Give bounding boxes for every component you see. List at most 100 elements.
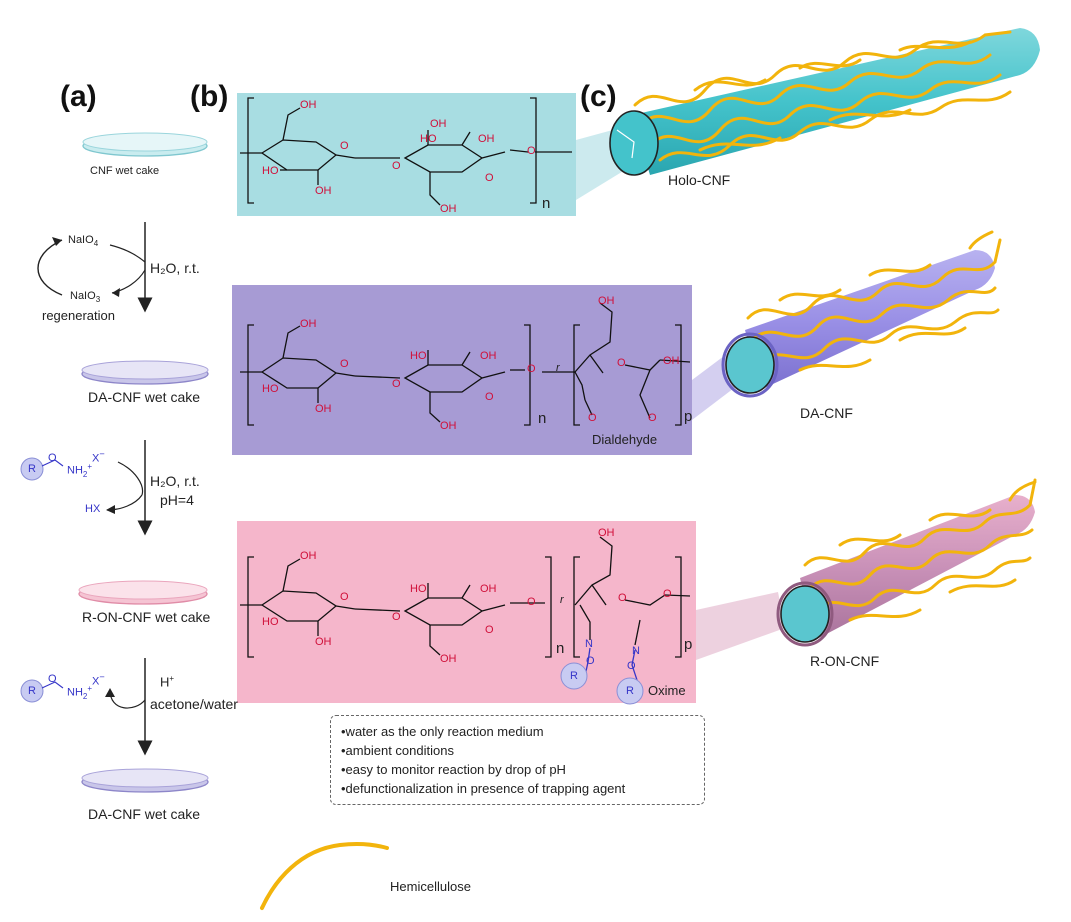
r2-o-ring2: O (485, 391, 494, 403)
r3-r-2: R (626, 685, 634, 697)
dialdehyde-caption: Dialdehyde (592, 432, 658, 447)
hemicellulose-legend-label: Hemicellulose (390, 879, 471, 894)
r-label-2: R (28, 685, 36, 697)
r2-oh-2: OH (315, 403, 332, 415)
zoom-connector-3 (696, 592, 785, 660)
r2-oh-4: OH (440, 420, 457, 432)
r2-ho-1: HO (262, 383, 279, 395)
o-label-2: O (48, 673, 57, 685)
feature-item: •defunctionalization in presence of trap… (341, 781, 626, 796)
r1-ho-1: HO (262, 165, 279, 177)
r2-o-end: O (527, 363, 536, 375)
amine-2: NH2+ (67, 684, 93, 701)
cake1-label: CNF wet cake (90, 165, 160, 177)
feature-item: •easy to monitor reaction by drop of pH (341, 762, 566, 777)
r2-o-acetal: O (617, 357, 626, 369)
anion-2: X− (92, 672, 105, 688)
o-label-1: O (48, 452, 57, 464)
r3-oh-2: OH (315, 636, 332, 648)
panel-label-b: (b) (190, 80, 229, 113)
r3-oh-5: OH (598, 527, 615, 539)
cnf-dish (82, 132, 208, 157)
r1-oh-2: OH (315, 185, 332, 197)
r1-oh-5: OH (440, 203, 457, 215)
r3-o-oxime1: O (586, 655, 595, 667)
r3-n-1: N (585, 638, 593, 650)
feature-item: •water as the only reaction medium (341, 724, 544, 739)
r-group-sphere-2 (20, 679, 44, 703)
r1-oh-1: OH (300, 99, 317, 111)
r2-r-label: r (556, 362, 560, 374)
r3-o-end2: O (663, 588, 672, 600)
r1-o-end: O (527, 145, 536, 157)
holo-cnf-structure-box (237, 93, 576, 216)
r-group-sphere-1 (20, 457, 44, 481)
r1-ho-2: HO (420, 133, 437, 145)
cake2-label: DA-CNF wet cake (88, 389, 201, 405)
holo-cnf-label: Holo-CNF (668, 172, 731, 188)
r3-r-1: R (570, 670, 578, 682)
amine-capture-arrow (109, 689, 146, 709)
da-cnf-fiber (721, 230, 1002, 398)
r1-oh-4: OH (478, 133, 495, 145)
r3-o-oxime2: O (627, 660, 636, 672)
da-cnf-label: DA-CNF (800, 405, 853, 421)
oxime-caption: Oxime (648, 683, 686, 698)
r2-o-end2: OH (663, 355, 680, 367)
r1-repeat-n: n (542, 195, 551, 212)
r1-oh-3: OH (430, 118, 447, 130)
panel-label-a: (a) (60, 80, 97, 113)
r2-o-ald1: O (588, 412, 597, 424)
r-on-cnf-dish (78, 580, 208, 605)
r2-o-link: O (392, 378, 401, 390)
r3-r-label: r (560, 594, 564, 606)
naio4-label: NaIO4 (68, 234, 99, 249)
condition-1: H₂O, r.t. (150, 260, 200, 276)
r2-oh-5: OH (598, 295, 615, 307)
r3-o-ring1: O (340, 591, 349, 603)
r3-repeat-n: n (556, 640, 565, 657)
r-on-cnf-label: R-ON-CNF (810, 653, 880, 669)
cake4-label: DA-CNF wet cake (88, 806, 201, 822)
r2-repeat-n: n (538, 410, 547, 427)
naio3-label: NaIO3 (70, 290, 101, 305)
r3-o-ring2: O (485, 624, 494, 636)
oxime-structure-box (237, 521, 696, 703)
r3-ho-1: HO (262, 616, 279, 628)
r-label-1: R (28, 463, 36, 475)
hemicellulose-legend-icon (260, 841, 389, 910)
r3-oh-3: OH (480, 583, 497, 595)
r2-ho-2: HO (410, 350, 427, 362)
regeneration-label: regeneration (42, 308, 115, 323)
holo-cnf-fiber (609, 28, 1040, 176)
r3-o-end: O (527, 596, 536, 608)
anion-1: X− (92, 449, 105, 465)
r1-o-ring1: O (340, 140, 349, 152)
r2-oh-3: OH (480, 350, 497, 362)
oxime-r-sphere-2 (616, 677, 644, 705)
r3-o-acetal: O (618, 592, 627, 604)
condition-2b: pH=4 (160, 492, 194, 508)
r3-oh-4: OH (440, 653, 457, 665)
r3-ho-2: HO (410, 583, 427, 595)
condition-2a: H₂O, r.t. (150, 473, 200, 489)
oxime-r-sphere-1 (560, 662, 588, 690)
r3-oh-1: OH (300, 550, 317, 562)
condition-3b: acetone/water (150, 696, 238, 712)
features-box: •water as the only reaction medium •ambi… (330, 715, 705, 805)
r2-repeat-p: p (684, 408, 693, 425)
r2-o-ald2: O (648, 412, 657, 424)
cellulose-structure (240, 97, 572, 206)
da-cnf-dish-2 (81, 768, 209, 793)
amine-1: NH2+ (67, 462, 93, 479)
dialdehyde-structure-box (232, 285, 692, 455)
r1-o-ring2: O (485, 172, 494, 184)
r3-n-2: N (632, 645, 640, 657)
oxime-structure (240, 536, 691, 681)
dialdehyde-structure (240, 302, 691, 426)
cake3-label: R-ON-CNF wet cake (82, 609, 211, 625)
condition-3a: H+ (160, 674, 175, 690)
feature-item: •ambient conditions (341, 743, 454, 758)
r2-o-ring1: O (340, 358, 349, 370)
